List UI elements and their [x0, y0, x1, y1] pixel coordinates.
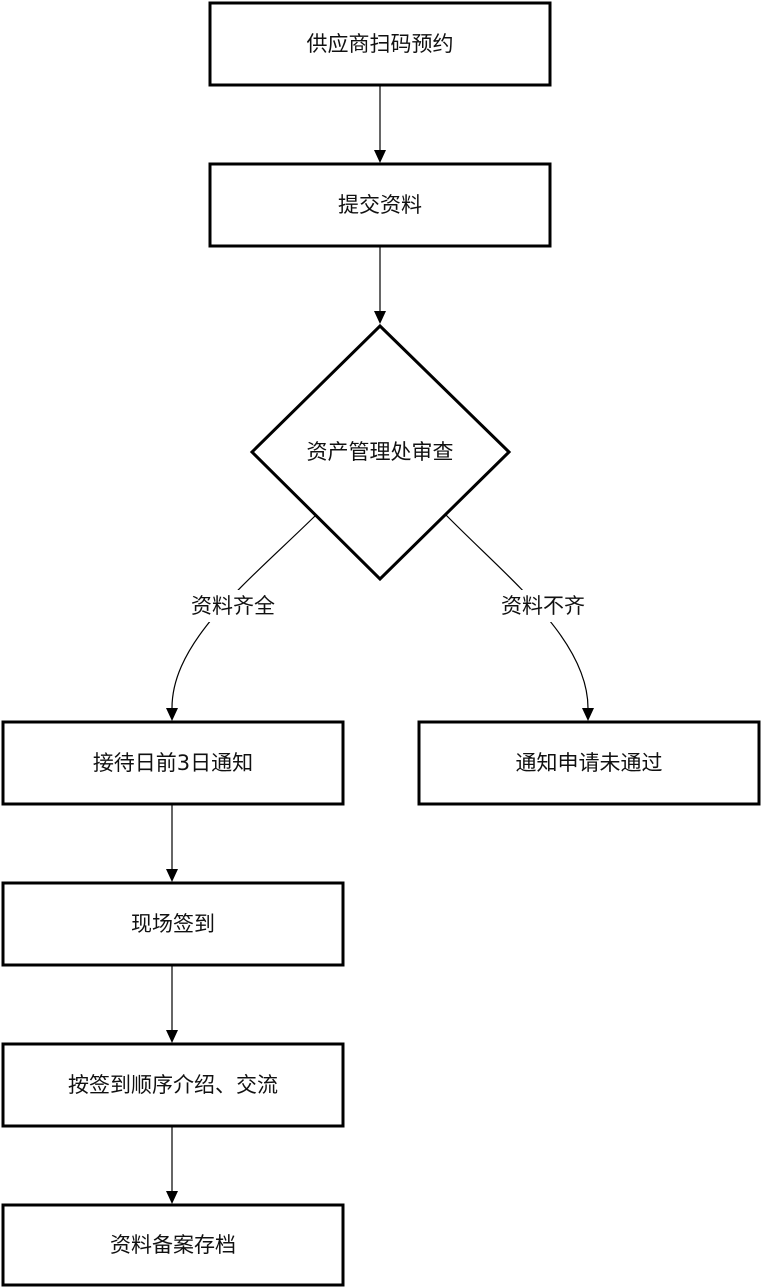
decision-asset-review: 资产管理处审查 [249, 323, 512, 582]
node-archive: 资料备案存档 [1, 1203, 345, 1287]
decision-label: 资产管理处审查 [307, 440, 454, 464]
arrowhead-icon [166, 1030, 178, 1043]
edge-label-bg [490, 590, 596, 622]
node-label: 提交资料 [338, 193, 422, 217]
arrowhead-icon [374, 311, 386, 324]
node-label: 接待日前3日通知 [93, 751, 253, 775]
node-present: 按签到顺序介绍、交流 [1, 1042, 345, 1128]
node-checkin: 现场签到 [1, 881, 345, 967]
arrowhead-icon [166, 869, 178, 882]
arrowhead-icon [166, 708, 178, 721]
edges [166, 86, 594, 1204]
edge-label-complete: 资料齐全 [191, 594, 275, 618]
arrowhead-icon [582, 708, 594, 721]
arrowhead-icon [374, 150, 386, 163]
node-label: 现场签到 [131, 912, 215, 936]
node-label: 按签到顺序介绍、交流 [68, 1073, 278, 1097]
node-notify-rejected: 通知申请未通过 [417, 720, 761, 806]
node-submit-docs: 提交资料 [208, 162, 552, 248]
node-notify-3-days: 接待日前3日通知 [1, 720, 345, 806]
node-label: 资料备案存档 [110, 1233, 236, 1257]
edge-label-bg [180, 590, 286, 622]
node-label: 供应商扫码预约 [307, 32, 454, 56]
arrowhead-icon [166, 1191, 178, 1204]
edge-label-incomplete: 资料不齐 [501, 594, 585, 618]
node-label: 通知申请未通过 [516, 751, 663, 775]
edge-labels: 资料齐全 资料不齐 [180, 590, 596, 622]
node-scan-booking: 供应商扫码预约 [208, 1, 552, 87]
